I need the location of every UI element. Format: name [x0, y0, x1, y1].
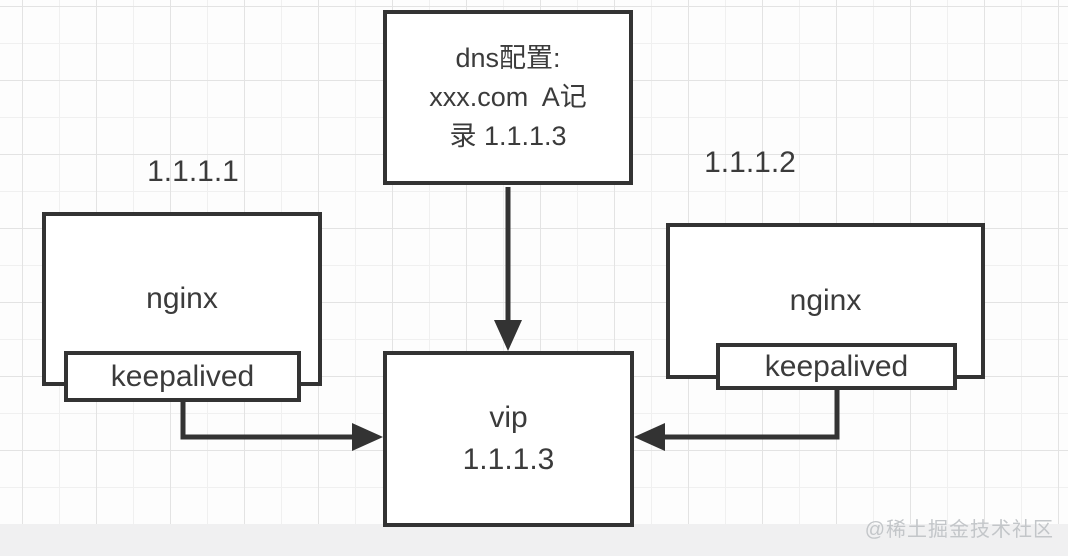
vip-line-2: 1.1.1.3 — [462, 443, 555, 476]
arrow-left-keepalived-to-vip — [180, 400, 383, 451]
ip-label-right: 1.1.1.2 — [704, 146, 796, 179]
keepalived-box-left: keepalived — [64, 351, 301, 402]
keepalived-label-right: keepalived — [764, 349, 909, 383]
vip-box: vip 1.1.1.3 — [383, 351, 634, 527]
ip-label-left: 1.1.1.1 — [147, 155, 239, 188]
arrow-right-line — [664, 388, 840, 440]
arrow-left-head — [352, 423, 383, 451]
watermark-text: @稀土掘金技术社区 — [864, 519, 1054, 541]
keepalived-box-right: keepalived — [716, 343, 957, 390]
nginx-label-left: nginx — [146, 282, 218, 315]
arrow-right-keepalived-to-vip — [634, 388, 840, 451]
dns-config-line-1: dns配置: — [455, 43, 561, 73]
vip-line-1: vip — [489, 401, 528, 434]
nginx-label-right: nginx — [789, 284, 862, 317]
arrow-dns-to-vip-head — [494, 320, 522, 351]
keepalived-label-left: keepalived — [110, 359, 255, 393]
dns-config-line-3: 录 1.1.1.3 — [449, 121, 567, 151]
dns-config-box: dns配置: xxx.com A记 录 1.1.1.3 — [383, 10, 633, 185]
arrow-dns-to-vip — [494, 187, 522, 351]
dns-config-line-2: xxx.com A记 — [429, 82, 587, 112]
arrow-left-line — [180, 400, 354, 440]
footer-band — [0, 524, 1068, 556]
arrow-right-head — [634, 423, 665, 451]
